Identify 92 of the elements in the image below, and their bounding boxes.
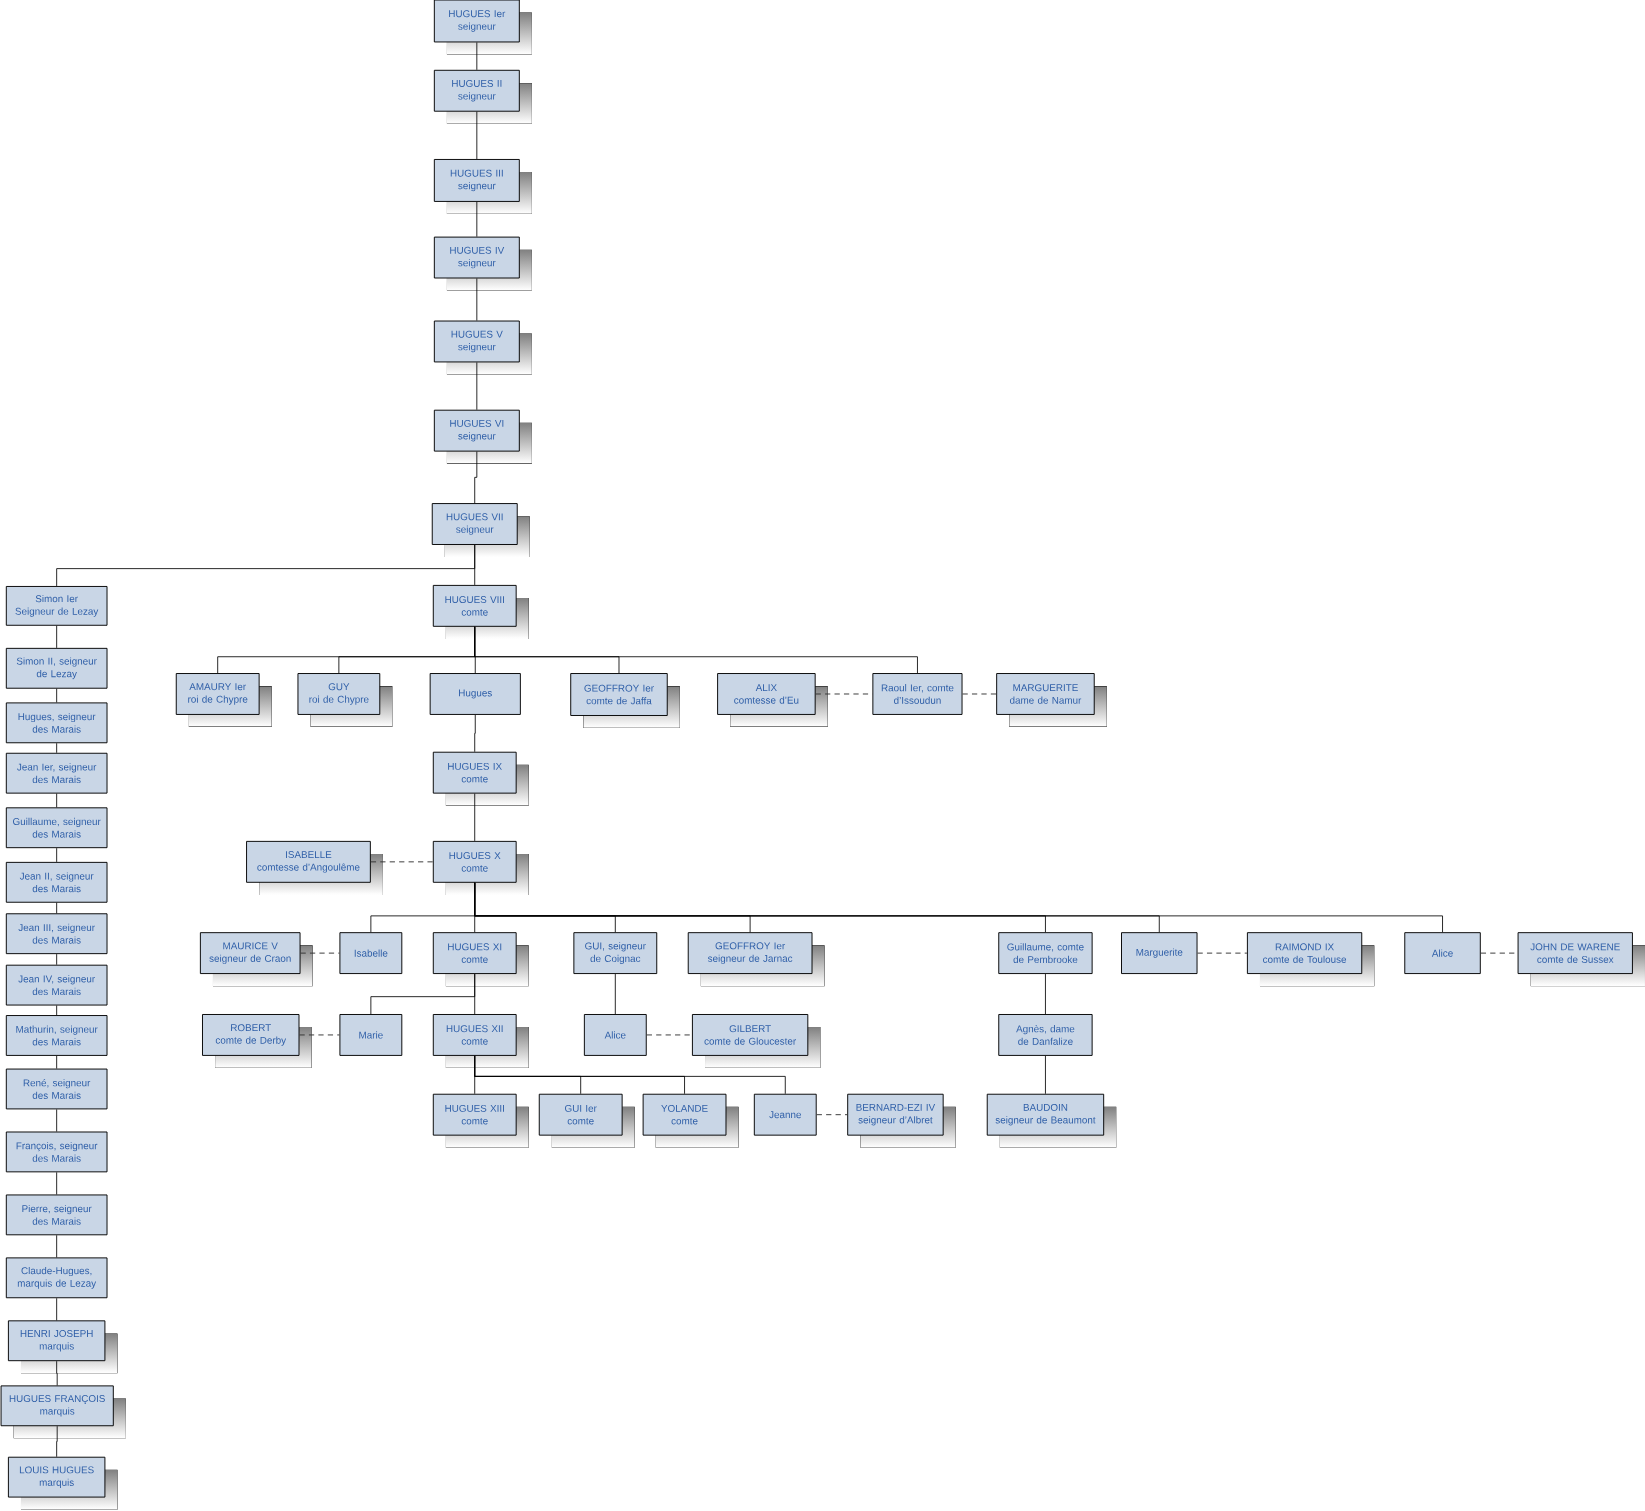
person-box: HUGUES V seigneur (433, 320, 532, 375)
person-box: ALIX comtesse d’Eu (717, 673, 828, 728)
person-box: HUGUES Ier seigneur (433, 0, 532, 55)
person-box: Pierre, seigneur des Marais (5, 1194, 108, 1236)
connector-line (56, 1425, 58, 1458)
person-box: HUGUES VII seigneur (431, 503, 530, 558)
person-box: GUY roi de Chypre (297, 673, 393, 728)
person-box: MARGUERITE dame de Namur (996, 673, 1107, 728)
connector-line (56, 1055, 58, 1070)
connector-line (56, 902, 58, 914)
connector-line (474, 793, 476, 842)
person-box: HUGUES II seigneur (433, 69, 532, 124)
person-box: YOLANDE comte (642, 1093, 739, 1148)
person-box: HUGUES VIII comte (432, 585, 529, 640)
person-box: Marguerite (1121, 932, 1198, 975)
person-box: Jean III, seigneur des Marais (5, 913, 108, 955)
connector-line (300, 952, 340, 954)
connector-line (962, 693, 997, 695)
person-box: LOUIS HUGUES marquis (7, 1456, 118, 1510)
person-box: RAIMOND IX comte de Toulouse (1246, 932, 1375, 987)
person-box: Jeanne (753, 1093, 817, 1136)
person-box: HUGUES IX comte (432, 751, 529, 806)
person-box: HUGUES XI comte (432, 932, 529, 987)
connector-line (56, 1235, 58, 1258)
connector-line (56, 1297, 58, 1321)
connector-line (476, 111, 478, 160)
connector-line (474, 714, 476, 753)
person-box: ISABELLE comtesse d’Angoulême (246, 841, 383, 896)
connector-line (56, 1005, 58, 1016)
person-box: GILBERT comte de Gloucester (691, 1014, 821, 1069)
person-box: GEOFFROY Ier comte de Jaffa (570, 673, 680, 729)
person-box: Guillaume, seigneur des Marais (5, 807, 108, 849)
connector-line (474, 973, 476, 1015)
person-box: HUGUES IV seigneur (433, 236, 532, 291)
person-box: Raoul Ier, comte d’Issoudun (872, 673, 963, 716)
connector-line (476, 278, 478, 322)
person-box: AMAURY Ier roi de Chypre (175, 673, 272, 728)
person-box: HUGUES XIII comte (432, 1093, 529, 1148)
connector-line (56, 688, 58, 703)
connector-line (56, 625, 58, 649)
connector-line (476, 42, 478, 71)
person-box: Hugues, seigneur des Marais (5, 702, 108, 744)
connector-line (476, 201, 478, 238)
connector-line (56, 742, 58, 754)
connector-line (56, 1360, 58, 1386)
person-box: ROBERT comte de Derby (202, 1014, 312, 1069)
connector-line (474, 544, 476, 586)
person-box: BERNARD-EZI IV seigneur d’Albret (847, 1093, 956, 1148)
connector-line (1197, 952, 1248, 954)
person-box: Guillaume, comte de Pembrooke (998, 932, 1093, 975)
person-box: Jean II, seigneur des Marais (5, 862, 108, 903)
connector-line (476, 362, 478, 411)
person-box: GUI, seigneur de Coignac (573, 932, 658, 975)
connector-line (56, 1109, 58, 1133)
person-box: Marie (339, 1014, 403, 1056)
person-box: Isabelle (339, 932, 403, 975)
person-box: François, seigneur des Marais (5, 1131, 108, 1173)
connector-line (1045, 973, 1046, 1015)
connector-line (816, 1114, 848, 1116)
person-box: Simon Ier Seigneur de Lezay (5, 586, 108, 626)
connector-line (56, 793, 58, 808)
person-box: Jean Ier, seigneur des Marais (5, 752, 108, 794)
connector-line (474, 451, 478, 504)
person-box: GUI Ier comte (538, 1093, 635, 1148)
connector-line (1045, 1055, 1046, 1095)
person-box: HUGUES XII comte (432, 1014, 529, 1069)
person-box: GEOFFROY Ier seigneur de Jarnac (687, 932, 825, 987)
person-box: HENRI JOSEPH marquis (7, 1320, 118, 1374)
person-box: Alice (1404, 932, 1481, 975)
person-box: MAURICE V seigneur de Craon (199, 932, 313, 987)
person-box: Jean IV, seigneur des Marais (5, 964, 108, 1006)
connector-line (474, 1055, 786, 1095)
connector-line (299, 1034, 340, 1036)
person-box: René, seigneur des Marais (5, 1068, 108, 1110)
connector-line (474, 882, 1443, 933)
person-box: HUGUES VI seigneur (433, 409, 532, 464)
person-box: Hugues (429, 673, 521, 716)
connector-line (474, 626, 918, 674)
connector-line (56, 953, 58, 966)
person-box: Alice (583, 1014, 647, 1056)
person-box: Claude-Hugues, marquis de Lezay (5, 1257, 108, 1299)
person-box: Mathurin, seigneur des Marais (5, 1015, 108, 1056)
person-box: Simon II, seigneur de Lezay (5, 648, 108, 689)
connector-line (614, 973, 616, 1015)
connector-line (56, 847, 58, 863)
connector-line (56, 1172, 58, 1196)
person-box: BAUDOIN seigneur de Beaumont (986, 1093, 1117, 1148)
person-box: JOHN DE WARENE comte de Sussex (1517, 932, 1645, 987)
person-box: HUGUES III seigneur (433, 159, 532, 215)
person-box: HUGUES FRANÇOIS marquis (0, 1385, 126, 1439)
person-box: Agnès, dame de Danfalize (998, 1014, 1093, 1056)
person-box: HUGUES X comte (432, 841, 529, 896)
